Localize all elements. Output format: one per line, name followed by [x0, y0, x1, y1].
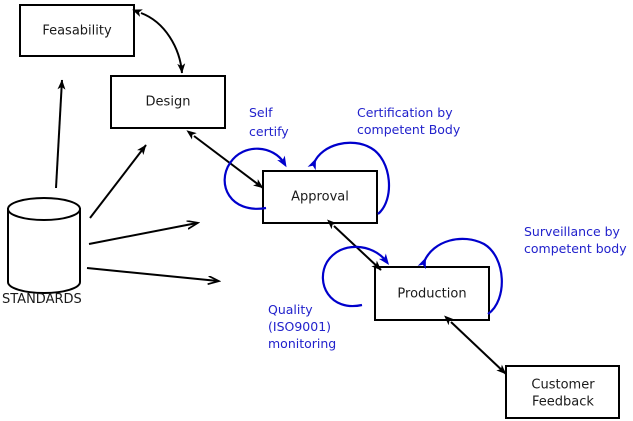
- connector-standards-production[interactable]: [86, 267, 218, 281]
- standards-cylinder-body: [7, 208, 81, 294]
- node-standards[interactable]: STANDARDS: [2, 197, 82, 307]
- loop-self-certify[interactable]: [223, 147, 287, 210]
- standards-cylinder-top: [7, 197, 81, 221]
- standards-label: STANDARDS: [2, 292, 82, 307]
- annotation-certification-line1: Certification by: [357, 105, 453, 120]
- annotation-quality-monitoring: Quality (ISO9001) monitoring: [268, 302, 336, 351]
- annotation-surveillance-competent-body: Surveillance by competent body: [524, 224, 627, 256]
- annotation-quality-line1: Quality: [268, 302, 313, 317]
- design-label: Design: [146, 95, 191, 110]
- annotation-quality-line2: (ISO9001): [268, 319, 331, 334]
- approval-box: [262, 170, 378, 224]
- node-feasability[interactable]: Feasability: [19, 4, 135, 57]
- feasability-label: Feasability: [42, 24, 112, 39]
- node-production[interactable]: Production: [374, 266, 490, 321]
- loop-certification-competent-body[interactable]: [307, 141, 391, 215]
- annotation-surveillance-line2: competent body: [524, 241, 627, 256]
- feasability-box: [19, 4, 135, 57]
- production-box: [374, 266, 490, 321]
- connector-design-feasability[interactable]: [132, 9, 186, 74]
- loop-quality-monitoring[interactable]: [321, 245, 390, 308]
- node-customer-feedback[interactable]: Customer Feedback: [505, 365, 620, 419]
- connector-standards-feasability[interactable]: [55, 79, 66, 189]
- annotation-surveillance-line1: Surveillance by: [524, 224, 621, 239]
- annotation-self-certify-line2: certify: [249, 124, 289, 139]
- connector-design-approval[interactable]: [186, 130, 264, 189]
- approval-label: Approval: [291, 190, 349, 205]
- annotation-self-certify: Self certify: [249, 105, 289, 139]
- node-design[interactable]: Design: [110, 75, 226, 129]
- annotation-certification-competent-body: Certification by competent Body: [357, 105, 461, 137]
- production-label: Production: [397, 287, 466, 302]
- annotation-certification-line2: competent Body: [357, 122, 461, 137]
- connector-production-customer-feedback[interactable]: [444, 315, 507, 375]
- customer-feedback-box: [505, 365, 620, 419]
- node-approval[interactable]: Approval: [262, 170, 378, 224]
- connector-standards-approval[interactable]: [88, 223, 197, 245]
- customer-feedback-label-line2: Feedback: [532, 395, 594, 410]
- annotation-quality-line3: monitoring: [268, 336, 336, 351]
- customer-feedback-label-line1: Customer: [531, 378, 595, 393]
- annotation-self-certify-line1: Self: [249, 105, 273, 120]
- design-box: [110, 75, 226, 129]
- connector-standards-design[interactable]: [89, 144, 147, 219]
- loop-surveillance-competent-body[interactable]: [417, 237, 503, 315]
